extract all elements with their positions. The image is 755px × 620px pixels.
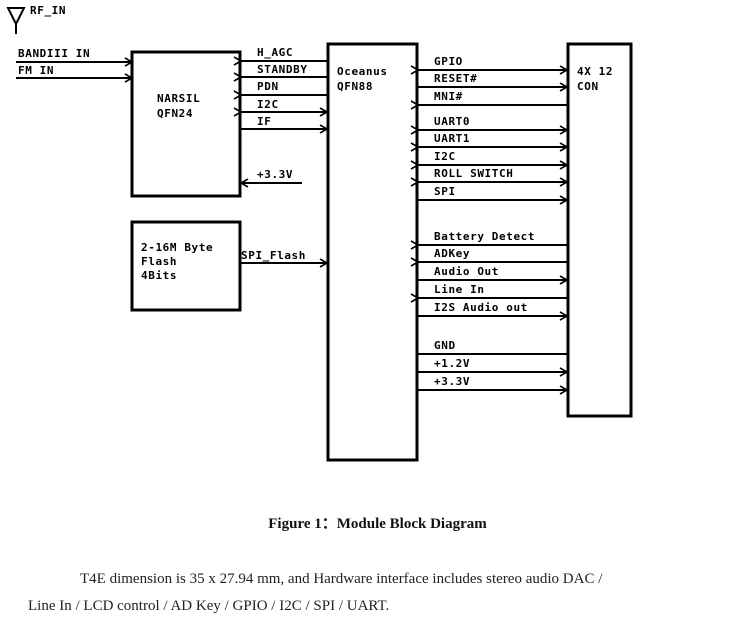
connector-signal-gnd: GND xyxy=(434,339,456,352)
connector-signal-line-in: Line In xyxy=(434,283,485,296)
flash-block xyxy=(130,220,242,312)
antenna-icon xyxy=(6,7,26,34)
connector-signal-i2s-audio-out: I2S Audio out xyxy=(434,301,528,314)
connector-signal-roll-switch: ROLL SWITCH xyxy=(434,167,513,180)
description-line-2: Line In / LCD control / AD Key / GPIO / … xyxy=(28,598,390,614)
description: T4E dimension is 35 x 27.94 mm, and Hard… xyxy=(28,566,738,620)
signal-standby: STANDBY xyxy=(257,63,308,76)
connector-signal-plus-1-2v: +1.2V xyxy=(434,357,470,370)
oceanus-name: Oceanus xyxy=(337,65,388,78)
flash-width: 4Bits xyxy=(141,269,177,282)
flash-size: 2-16M Byte xyxy=(141,241,213,254)
oceanus-package: QFN88 xyxy=(337,80,373,93)
connector-signal-reset: RESET# xyxy=(434,72,477,85)
connector-signal-plus-3-3v: +3.3V xyxy=(434,375,470,388)
narsil-block xyxy=(130,50,242,198)
connector-signal-gpio: GPIO xyxy=(434,55,463,68)
connector-signal-uart0: UART0 xyxy=(434,115,470,128)
signal-i2c: I2C xyxy=(257,98,279,111)
narsil-name: NARSIL xyxy=(157,92,200,105)
connector-signal-i2c: I2C xyxy=(434,150,456,163)
signal-h-agc: H_AGC xyxy=(257,46,293,59)
block-diagram: RF_IN BANDIII IN FM IN NARSIL QFN24 2-16… xyxy=(6,4,633,462)
power-label: +3.3V xyxy=(257,168,293,181)
signal-if: IF xyxy=(257,115,271,128)
input-label-bandiii: BANDIII IN xyxy=(18,47,90,60)
signal-spi-flash: SPI_Flash xyxy=(241,249,306,262)
figure-caption: Figure 1：Module Block Diagram xyxy=(268,516,487,532)
connector-block xyxy=(566,42,633,418)
connector-signal-mni: MNI# xyxy=(434,90,463,103)
input-label-fm: FM IN xyxy=(18,64,54,77)
description-line-1: T4E dimension is 35 x 27.94 mm, and Hard… xyxy=(80,571,603,587)
oceanus-block xyxy=(326,42,419,462)
connector-signal-uart1: UART1 xyxy=(434,132,470,145)
connector-signal-adkey: ADKey xyxy=(434,247,470,260)
narsil-oceanus-bus xyxy=(233,56,329,134)
flash-type: Flash xyxy=(141,255,177,268)
connector-signal-spi: SPI xyxy=(434,185,456,198)
connector-signal-audio-out: Audio Out xyxy=(434,265,499,278)
connector-signal-battery-detect: Battery Detect xyxy=(434,230,535,243)
signal-pdn: PDN xyxy=(257,80,279,93)
antenna-label: RF_IN xyxy=(30,4,66,17)
narsil-package: QFN24 xyxy=(157,107,193,120)
connector-type: CON xyxy=(577,80,599,93)
connector-name: 4X 12 xyxy=(577,65,613,78)
connector-bus xyxy=(410,65,569,395)
